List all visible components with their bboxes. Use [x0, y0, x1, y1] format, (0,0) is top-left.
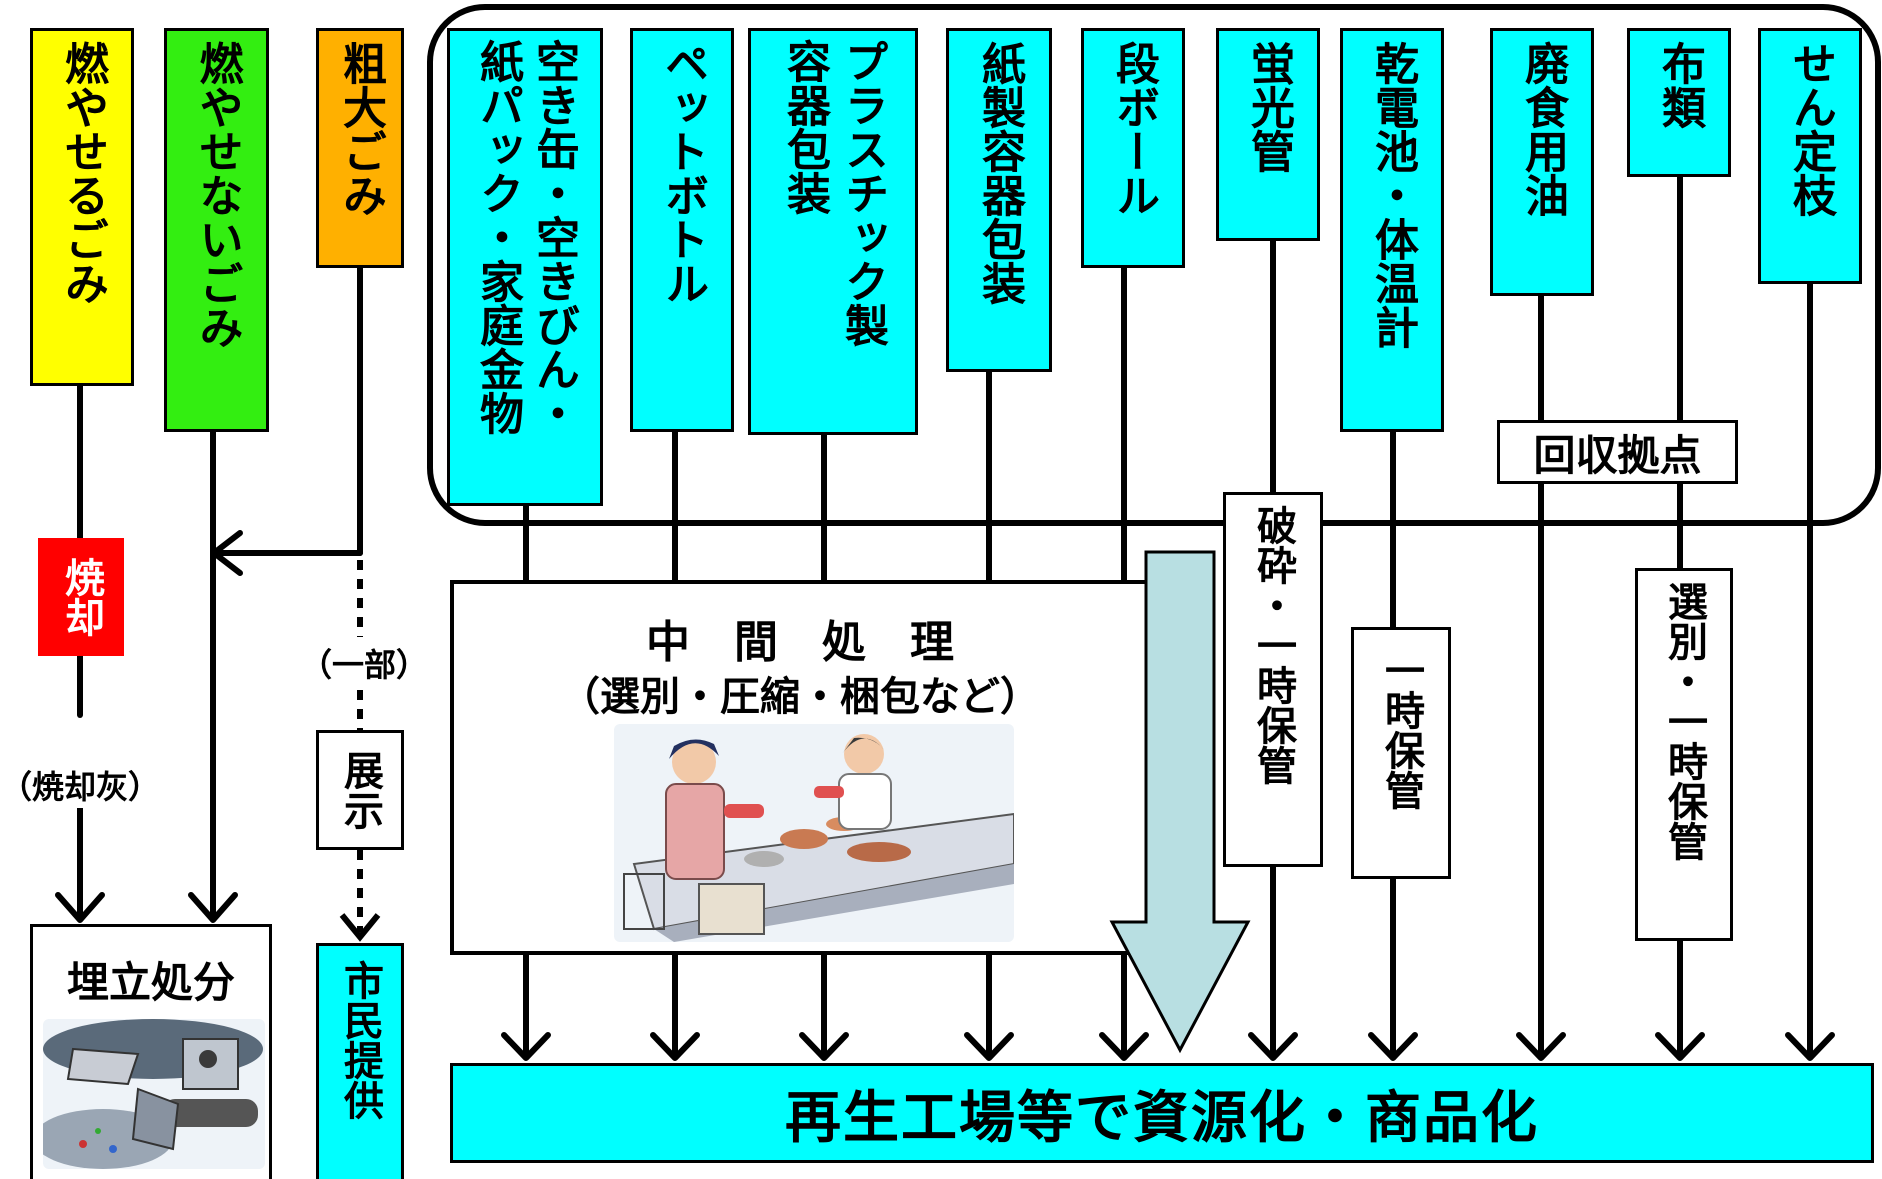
sort-store-label: 選別・一時保管 — [1661, 581, 1707, 861]
cardboard-label: 段ボール — [1108, 41, 1159, 217]
burnable-waste-label: 燃やせるごみ — [57, 41, 108, 305]
fluorescent-box: 蛍光管 — [1216, 28, 1320, 241]
paper-containers-box: 紙製容器包装 — [946, 28, 1052, 372]
incineration-box: 焼却 — [38, 538, 124, 656]
non-burnable-waste-label: 燃やせないごみ — [191, 41, 243, 349]
collection-point-label-box: 回収拠点 — [1497, 420, 1738, 484]
plastic-label: プラスチック製 — [837, 39, 888, 347]
temp-store-box: 一時保管 — [1351, 627, 1451, 879]
collection-point-label: 回収拠点 — [1533, 430, 1702, 480]
paper-containers-label: 紙製容器包装 — [974, 41, 1025, 305]
recycle-label: 再生工場等で資源化・商品化 — [785, 1085, 1539, 1151]
textiles-label: 布類 — [1654, 41, 1705, 129]
cooking-oil-box: 廃食用油 — [1490, 28, 1594, 296]
landfill-bulldozer-illustration — [43, 1019, 265, 1169]
citizen-provision-label: 市民提供 — [337, 960, 383, 1120]
crush-store-box: 破砕・一時保管 — [1223, 492, 1323, 867]
cardboard-box: 段ボール — [1081, 28, 1185, 268]
fluorescent-label: 蛍光管 — [1243, 41, 1294, 173]
middle-processing-subtitle: （選別・圧縮・梱包など） — [560, 674, 1040, 720]
burnable-waste-box: 燃やせるごみ — [30, 28, 134, 386]
non-burnable-waste-box: 燃やせないごみ — [164, 28, 269, 432]
main-flow-arrow — [1109, 550, 1251, 1054]
recycle-box: 再生工場等で資源化・商品化 — [450, 1063, 1874, 1163]
incineration-label: 焼却 — [58, 557, 104, 637]
pruned-branches-box: せん定枝 — [1758, 28, 1862, 284]
landfill-label: 埋立処分 — [66, 958, 235, 1007]
containers-label: 容器包装 — [779, 39, 830, 215]
crush-store-label: 破砕・一時保管 — [1250, 505, 1296, 785]
plastic-containers-box: プラスチック製 容器包装 — [748, 28, 918, 435]
textiles-box: 布類 — [1627, 28, 1731, 177]
cans-bottles-box: 空き缶・空きびん・ 紙パック・家庭金物 — [447, 28, 603, 506]
citizen-provision-box: 市民提供 — [316, 943, 404, 1179]
sort-store-box: 選別・一時保管 — [1635, 568, 1733, 941]
cans-bottles-label: 空き缶・空きびん・ — [528, 39, 579, 435]
partial-label: （一部） — [300, 640, 428, 686]
batteries-label: 乾電池・体温計 — [1367, 41, 1418, 349]
display-box: 展示 — [316, 730, 404, 850]
middle-processing-title: 中 間 処 理 — [646, 617, 954, 668]
pruned-branches-label: せん定枝 — [1785, 41, 1836, 217]
bulky-waste-label: 粗大ごみ — [335, 41, 386, 217]
sorting-workers-illustration — [614, 724, 1014, 942]
batteries-box: 乾電池・体温計 — [1340, 28, 1444, 432]
landfill-box: 埋立処分 — [30, 924, 272, 1179]
cooking-oil-label: 廃食用油 — [1517, 41, 1568, 217]
display-label: 展示 — [337, 750, 383, 830]
middle-processing-box: 中 間 処 理 （選別・圧縮・梱包など） — [450, 580, 1150, 955]
ash-label: （焼却灰） — [0, 762, 160, 808]
pet-bottles-label: ペットボトル — [657, 41, 708, 305]
pet-bottles-box: ペットボトル — [630, 28, 734, 432]
paper-packs-label: 紙パック・家庭金物 — [472, 39, 523, 435]
bulky-waste-box: 粗大ごみ — [316, 28, 404, 268]
temp-store-label: 一時保管 — [1378, 650, 1424, 810]
